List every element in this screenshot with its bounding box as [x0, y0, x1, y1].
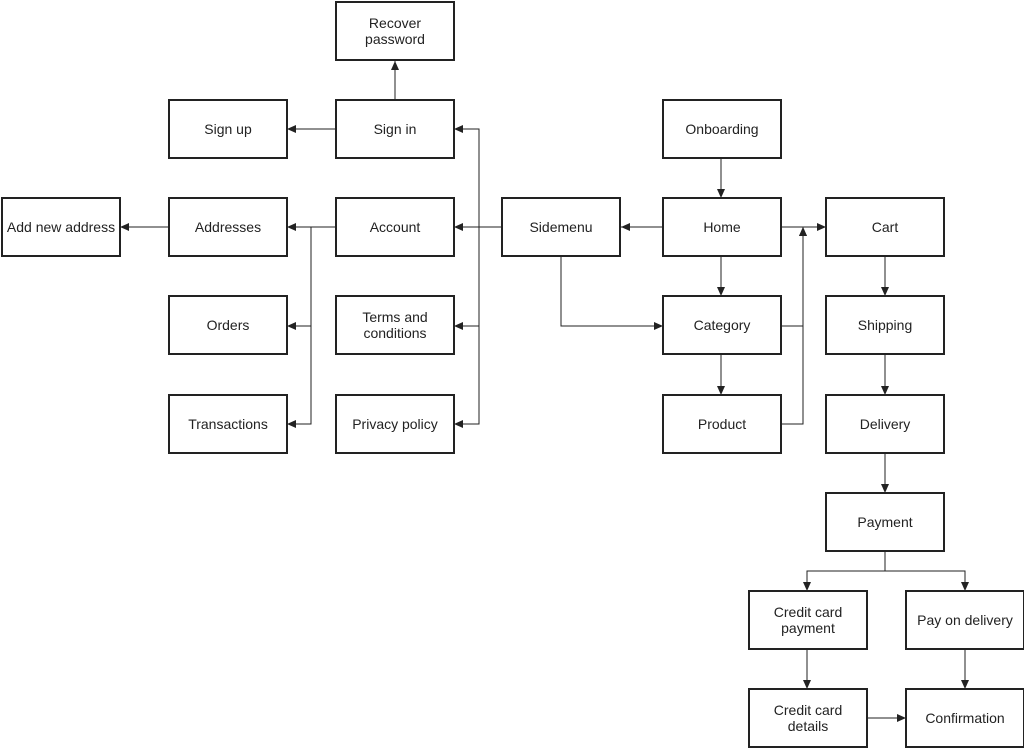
node-label: Shipping	[858, 317, 913, 333]
node-payment: Payment	[825, 492, 945, 552]
node-label: Pay on delivery	[917, 612, 1013, 628]
node-confirmation: Confirmation	[905, 688, 1024, 748]
node-delivery: Delivery	[825, 394, 945, 454]
node-box	[335, 197, 455, 257]
node-box	[168, 197, 288, 257]
node-orders: Orders	[168, 295, 288, 355]
node-label: Confirmation	[925, 710, 1004, 726]
node-label: Product	[698, 416, 746, 432]
node-label: Add new address	[7, 219, 115, 235]
node-box	[825, 197, 945, 257]
node-box	[168, 99, 288, 159]
node-transactions: Transactions	[168, 394, 288, 454]
node-account: Account	[335, 197, 455, 257]
node-label: Sidemenu	[529, 219, 592, 235]
node-label: Onboarding	[685, 121, 758, 137]
node-box	[905, 590, 1024, 650]
edge-payment-to-credit-card-payment	[803, 551, 886, 591]
node-label: Sign up	[204, 121, 252, 137]
node-product: Product	[662, 394, 782, 454]
edge-product-to-cart	[781, 227, 807, 425]
node-label: Delivery	[860, 416, 911, 432]
node-label: Transactions	[188, 416, 268, 432]
node-sidemenu: Sidemenu	[501, 197, 621, 257]
node-category: Category	[662, 295, 782, 355]
node-label: Addresses	[195, 219, 261, 235]
node-box	[662, 394, 782, 454]
node-label: Account	[370, 219, 421, 235]
node-box	[335, 1, 455, 61]
edge-sidemenu-to-terms	[454, 227, 480, 330]
node-box	[825, 492, 945, 552]
node-box	[335, 295, 455, 355]
edge-account-to-transactions	[287, 227, 312, 428]
node-box	[825, 394, 945, 454]
node-box	[905, 688, 1024, 748]
node-box	[662, 197, 782, 257]
node-addresses: Addresses	[168, 197, 288, 257]
edges-layer	[120, 61, 969, 722]
node-label: Cart	[872, 219, 899, 235]
edge-sidemenu-to-privacy-policy	[454, 227, 480, 428]
node-sign-in: Sign in	[335, 99, 455, 159]
edge-category-to-cart	[781, 227, 807, 327]
edge-payment-to-pay-on-delivery	[885, 570, 969, 591]
node-box	[825, 295, 945, 355]
node-home: Home	[662, 197, 782, 257]
node-box	[168, 394, 288, 454]
node-sign-up: Sign up	[168, 99, 288, 159]
node-add-new-address: Add new address	[1, 197, 121, 257]
node-onboarding: Onboarding	[662, 99, 782, 159]
node-box	[335, 99, 455, 159]
node-box	[748, 688, 868, 748]
node-label: Category	[694, 317, 751, 333]
node-box	[501, 197, 621, 257]
edge-sidemenu-to-sign-in	[454, 125, 502, 228]
node-box	[1, 197, 121, 257]
node-label: Home	[703, 219, 741, 235]
node-box	[662, 99, 782, 159]
node-pay-on-delivery: Pay on delivery	[905, 590, 1024, 650]
node-label: Privacy policy	[352, 416, 438, 432]
node-label: Orders	[207, 317, 250, 333]
node-label: Payment	[857, 514, 912, 530]
node-privacy-policy: Privacy policy	[335, 394, 455, 454]
node-box	[335, 394, 455, 454]
node-box	[168, 295, 288, 355]
node-cart: Cart	[825, 197, 945, 257]
node-shipping: Shipping	[825, 295, 945, 355]
node-box	[748, 590, 868, 650]
edge-sidemenu-to-category	[560, 256, 663, 330]
edge-account-to-orders	[287, 227, 312, 330]
node-label: Sign in	[374, 121, 417, 137]
node-box	[662, 295, 782, 355]
